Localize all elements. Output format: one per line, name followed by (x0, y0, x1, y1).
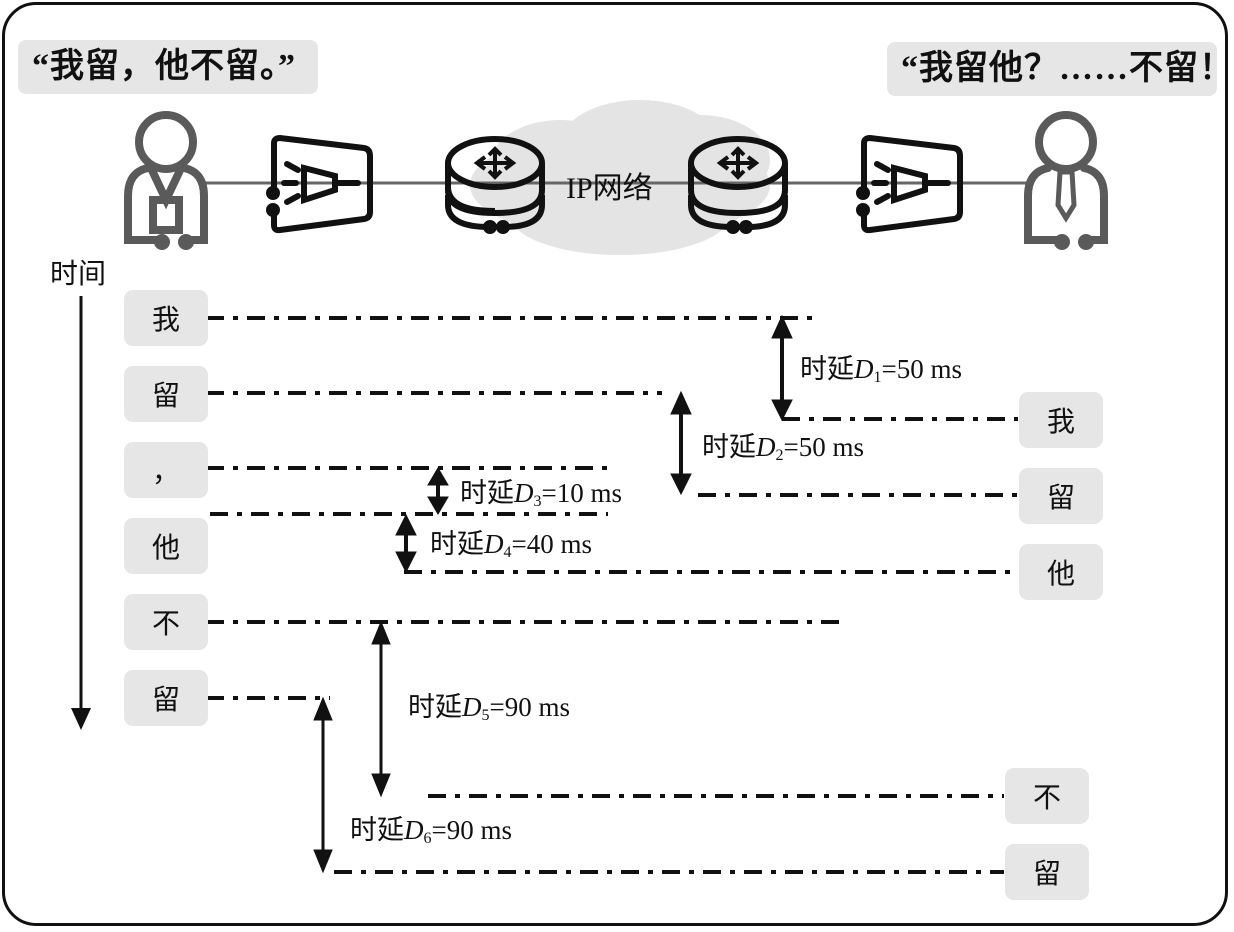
sent-word: ， (124, 442, 208, 498)
delay-label-5: 时延D5=90 ms (408, 692, 570, 724)
receiver-speech-bubble: “我留他？……不留！” (887, 42, 1234, 96)
delay-label-2: 时延D2=50 ms (702, 432, 864, 464)
receiver-person-icon (1024, 111, 1108, 250)
sent-word: 他 (124, 518, 208, 574)
time-axis-label: 时间 (50, 259, 107, 290)
sent-word: 我 (124, 290, 208, 346)
delay-arrow-5 (371, 620, 391, 798)
sender-codec-icon (266, 134, 373, 234)
sent-word: 留 (124, 366, 208, 422)
delay-arrow-2 (670, 390, 692, 496)
delay-arrow-1 (771, 314, 793, 422)
delay-label-6: 时延D6=90 ms (350, 815, 512, 847)
received-word: 他 (1019, 544, 1103, 600)
received-word: 不 (1005, 768, 1089, 824)
sent-word: 留 (124, 670, 208, 726)
time-axis-arrowhead (71, 708, 91, 730)
sent-word: 不 (124, 594, 208, 650)
router-icon (688, 136, 788, 234)
delay-arrow-6 (313, 696, 333, 874)
received-word: 我 (1019, 392, 1103, 448)
sender-speech-bubble: “我留，他不留。” (18, 40, 318, 94)
received-word: 留 (1005, 844, 1089, 900)
sender-person-icon (124, 111, 208, 250)
ip-network-label: IP网络 (566, 172, 653, 205)
received-word: 留 (1019, 468, 1103, 524)
receiver-codec-icon (856, 134, 963, 234)
delay-label-1: 时延D1=50 ms (800, 354, 962, 386)
router-icon (445, 136, 545, 234)
delay-arrow-3 (427, 467, 449, 515)
delay-arrow-4 (395, 513, 417, 574)
delay-label-4: 时延D4=40 ms (430, 529, 592, 561)
delay-label-3: 时延D3=10 ms (460, 478, 622, 510)
